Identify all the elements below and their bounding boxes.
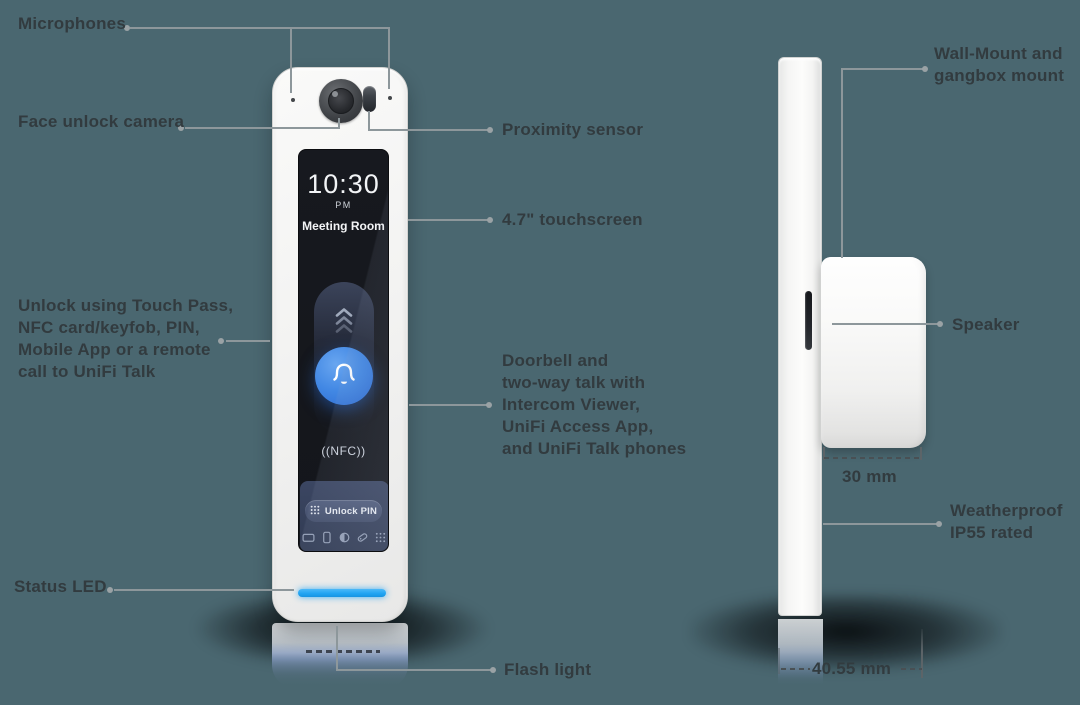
clock-meridiem: PM — [335, 200, 352, 210]
bell-icon — [329, 359, 359, 394]
doorbell-line-3: Intercom Viewer, — [502, 395, 641, 414]
side-device-shadow — [690, 594, 1002, 672]
microphone-right-hole — [388, 96, 392, 100]
touchscreen-dot — [487, 217, 493, 223]
doorbell-line — [409, 404, 489, 406]
weatherproof-line-2: IP55 rated — [950, 523, 1034, 542]
wall-mount-line — [841, 68, 925, 70]
face-unlock-line-up — [338, 118, 340, 129]
face-unlock-dot — [178, 125, 184, 131]
doorbell-dot — [486, 402, 492, 408]
callout-face-unlock-camera: Face unlock camera — [18, 112, 185, 131]
callout-microphones: Microphones — [18, 14, 126, 33]
callout-mount-depth: 30 mm — [842, 467, 897, 486]
flash-light-dot — [490, 667, 496, 673]
mount-depth-left-tick — [823, 447, 825, 460]
weatherproof-dot — [936, 521, 942, 527]
proximity-dot — [487, 127, 493, 133]
doorbell-line-5: and UniFi Talk phones — [502, 439, 687, 458]
unlock-methods-line-2: NFC card/keyfob, PIN, — [18, 318, 200, 337]
nfc-tap-area: ((NFC)) — [321, 444, 366, 458]
face-unlock-camera — [319, 79, 363, 123]
status-led — [298, 589, 386, 597]
microphone-left-hole — [291, 98, 295, 102]
callout-speaker: Speaker — [952, 315, 1020, 334]
callout-status-led: Status LED — [14, 577, 107, 596]
callout-proximity-sensor: Proximity sensor — [502, 120, 644, 139]
microphones-dot — [124, 25, 130, 31]
unlock-methods-line-4: call to UniFi Talk — [18, 362, 156, 381]
flash-light-line-up — [336, 626, 338, 671]
microphones-line-left — [290, 27, 292, 93]
proximity-line — [368, 129, 490, 131]
unlock-methods-line-3: Mobile App or a remote — [18, 340, 211, 359]
touchscreen-line — [408, 219, 490, 221]
unlock-pin-button: Unlock PIN — [305, 500, 382, 522]
proximity-line-down — [368, 111, 370, 131]
weatherproof-line — [823, 523, 939, 525]
microphones-line-right — [388, 27, 390, 89]
touchscreen: 10:30 PM Meeting Room ((NFC)) — [298, 149, 389, 552]
wall-mount-line-1: Wall-Mount and — [934, 44, 1063, 63]
watch-icon — [338, 531, 351, 544]
doorbell-button — [315, 347, 373, 405]
callout-wall-mount: Wall-Mount and gangbox mount — [934, 43, 1064, 87]
room-name: Meeting Room — [302, 219, 385, 233]
callout-total-depth: 40.55 mm — [812, 659, 892, 678]
speaker-dot — [937, 321, 943, 327]
keypad-grid-icon — [374, 531, 387, 544]
mount-depth-dashline — [824, 457, 921, 459]
keyfob-icon — [356, 531, 369, 544]
callout-unlock-methods: Unlock using Touch Pass, NFC card/keyfob… — [18, 295, 233, 383]
wall-mount-line-2: gangbox mount — [934, 66, 1065, 85]
depth-dimension-right-tick — [921, 629, 923, 678]
proximity-sensor — [363, 86, 376, 112]
unlock-methods-line — [226, 340, 270, 342]
keypad-icon — [310, 502, 320, 520]
flash-light-line — [338, 669, 492, 671]
total-depth-dashline-left — [781, 668, 810, 670]
wall-mount-dot — [922, 66, 928, 72]
unlock-methods-dot — [218, 338, 224, 344]
status-led-dot — [107, 587, 113, 593]
weatherproof-line-1: Weatherproof — [950, 501, 1063, 520]
microphones-line — [130, 27, 390, 29]
callout-doorbell: Doorbell and two-way talk with Intercom … — [502, 350, 686, 460]
callout-weatherproof: Weatherproof IP55 rated — [950, 500, 1063, 544]
reflection-detail — [306, 650, 380, 653]
depth-dimension-left-tick — [778, 648, 780, 674]
unlock-methods-line-1: Unlock using Touch Pass, — [18, 296, 234, 315]
intercom-side-view-panel — [778, 57, 822, 616]
clock-time: 10:30 — [307, 169, 380, 199]
doorbell-line-2: two-way talk with — [502, 373, 646, 392]
chevrons-up-icon — [299, 306, 388, 334]
doorbell-line-4: UniFi Access App, — [502, 417, 654, 436]
total-depth-dashline-right — [901, 668, 922, 670]
callout-touchscreen: 4.7" touchscreen — [502, 210, 643, 229]
card-icon — [302, 531, 315, 544]
gangbox-mount — [821, 257, 926, 448]
unlock-pin-label: Unlock PIN — [324, 505, 378, 517]
screen-bottom-card: Unlock PIN — [300, 481, 388, 551]
status-led-line — [114, 589, 294, 591]
intercom-front-view: 10:30 PM Meeting Room ((NFC)) — [272, 67, 408, 622]
phone-icon — [320, 531, 333, 544]
wall-mount-line-down — [841, 68, 843, 258]
front-device-reflection — [272, 623, 408, 689]
speaker-slot — [805, 291, 812, 350]
doorbell-line-1: Doorbell and — [502, 351, 609, 370]
mount-depth-right-tick — [920, 447, 922, 460]
callout-flash-light: Flash light — [504, 660, 592, 679]
speaker-line — [832, 323, 940, 325]
credential-icons-row — [300, 531, 388, 544]
face-unlock-line — [185, 127, 340, 129]
side-device-reflection — [778, 619, 823, 685]
camera-glint — [332, 91, 338, 97]
